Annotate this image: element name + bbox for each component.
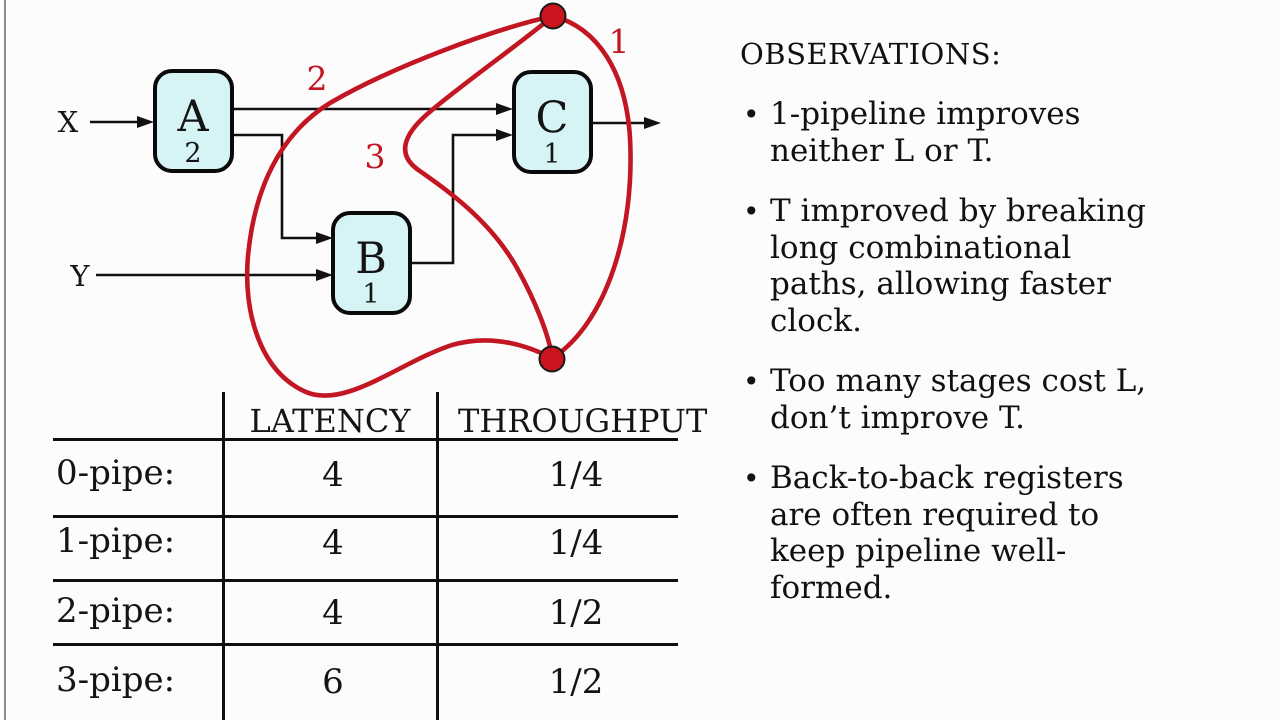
pipeline-cut-1 [550,13,633,360]
observation-line: formed. [770,569,893,606]
table-row-rule-2 [53,579,678,582]
cut-label-3: 3 [365,137,386,176]
table-row-rule-3 [53,643,678,646]
observation-line: T improved by breaking [770,193,1146,229]
observation-line: Back-to-back registers [770,460,1124,496]
observation-item: • T improved by breaking long combinatio… [740,193,1200,339]
arrowhead-icon [137,116,154,128]
observation-item: • Too many stages cost L, don’t improve … [740,363,1200,436]
block-b-name: B [355,234,387,284]
cut-label-2: 2 [307,59,328,98]
wire-b-to-c [410,133,496,265]
observations-heading: OBSERVATIONS: [740,37,1002,71]
table-vertical-rule-2 [436,392,439,720]
observation-line: are often required to [770,496,1100,533]
row-label: 3-pipe: [56,660,176,700]
input-y-label: Y [69,259,90,293]
observation-line: clock. [770,302,862,339]
observations-panel: OBSERVATIONS: • 1-pipeline improves neit… [740,36,1200,606]
bullet-icon: • [743,462,760,495]
wire-a-to-b [232,133,317,240]
pipeline-cut-2 [244,13,556,398]
bullet-icon: • [743,365,760,398]
throughput-value: 1/2 [548,662,604,702]
block-a-delay: 2 [184,138,201,169]
throughput-value: 1/4 [548,523,604,563]
block-b-delay: 1 [362,279,379,310]
arrowhead-icon [496,129,513,141]
observation-line: don’t improve T. [770,399,1025,436]
arrowhead-icon [316,269,333,281]
observation-line: paths, allowing faster [770,266,1111,302]
latency-value: 4 [322,455,344,495]
observation-line: 1-pipeline improves [770,96,1081,132]
block-c [512,70,593,174]
row-label: 0-pipe: [56,453,176,493]
slide-left-edge [4,0,6,720]
observation-item: • Back-to-back registers are often requi… [740,460,1200,606]
block-c-name: C [536,93,569,143]
block-b [331,211,412,315]
cut-label-1: 1 [609,22,630,61]
arrowhead-icon [316,232,333,244]
observation-line: keep pipeline well- [770,533,1067,569]
observation-line: Too many stages cost L, [770,363,1147,399]
row-label: 1-pipe: [56,521,176,561]
throughput-value: 1/4 [548,455,604,495]
observation-line: neither L or T. [770,132,994,169]
pipeline-circuit-diagram: A 2 B 1 C 1 X Y 1 2 3 [58,2,661,398]
latency-value: 4 [322,523,344,563]
arrowhead-icon [496,103,513,115]
bullet-icon: • [743,98,760,131]
latency-value: 4 [322,593,344,633]
register-dot-bottom [538,345,566,373]
latency-value: 6 [322,662,344,702]
observation-item: • 1-pipeline improves neither L or T. [740,96,1200,169]
bullet-icon: • [743,195,760,228]
input-x-label: X [58,105,79,139]
table-header-rule [53,438,678,441]
observation-line: long combinational [770,229,1072,266]
row-label: 2-pipe: [56,591,176,631]
column-header-latency: LATENCY [249,402,411,440]
table-vertical-rule-1 [222,392,225,720]
block-c-delay: 1 [543,139,560,170]
table-row-rule-1 [53,515,678,518]
column-header-throughput: THROUGHPUT [458,402,708,440]
block-a [153,69,234,173]
pipeline-cut-3 [402,13,556,360]
block-a-name: A [176,92,209,142]
arrowhead-icon [644,117,661,129]
throughput-value: 1/2 [548,593,604,633]
register-dot-top [539,2,567,30]
